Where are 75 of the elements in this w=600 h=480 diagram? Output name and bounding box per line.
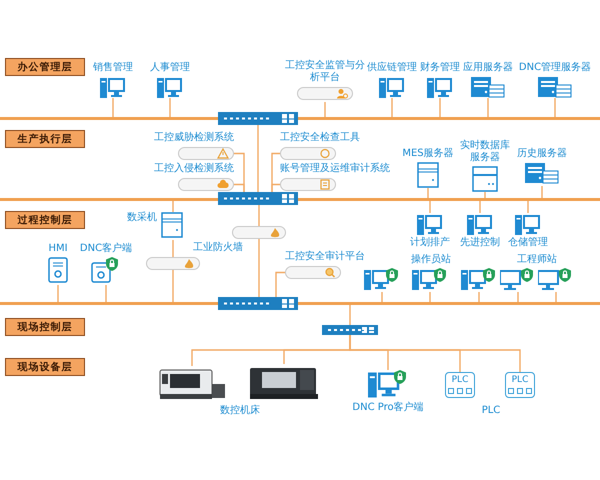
device-label: 财务管理 [420,62,460,74]
layer-tag: 现场设备层 [5,358,85,376]
connector-line [105,285,107,302]
layer-tag: 办公管理层 [5,58,85,76]
connector-line [439,98,441,117]
connector-line [391,98,393,117]
connector-line [349,335,521,372]
device-label: 销售管理 [93,62,133,74]
group-label: PLC [480,405,502,417]
connector-line [172,270,174,302]
device-label: 工控安全检查工具 [280,132,360,144]
device-label: 计划排产 [410,237,450,249]
device-label: DNC Pro客户端 [352,402,424,414]
secured-computer-icon [412,268,448,292]
group-label: 数控机床 [219,405,261,417]
connector-line [169,98,171,117]
device-label: 仓储管理 [508,237,548,249]
device-label: 工控安全审计平台 [285,251,365,263]
connector-line [258,239,260,297]
plc-module: PLC [445,372,475,398]
connector-line [271,184,280,192]
device-label: 工控威胁检测系统 [154,132,234,144]
device-label: HMI [48,243,68,255]
device-label: 供应链管理 [367,62,417,74]
connector-line [427,188,429,198]
connector-line [429,292,431,302]
device-label: 历史服务器 [517,148,567,160]
device-label: 先进控制 [460,237,500,249]
device-label: 应用服务器 [463,62,513,74]
secured-computer-icon [461,268,497,292]
group-label: 工业防火墙 [192,242,244,254]
device-label: DNC管理服务器 [518,62,592,74]
connector-line [172,240,174,257]
secured-monitor-icon [538,268,574,292]
connector-line [57,285,59,302]
connector-line [478,292,480,302]
layer-tag: 过程控制层 [5,211,85,229]
secured-monitor-icon [500,268,536,292]
network-switch-icon [322,325,378,335]
group-label: 工程师站 [516,254,558,266]
connector-line [324,102,326,117]
connector-line [527,201,529,213]
connector-line [487,98,489,117]
security-appliance [232,226,286,239]
connector-line [258,205,260,226]
device-label: DNC客户端 [80,243,132,255]
group-label: 操作员站 [410,254,452,266]
security-appliance [146,257,200,270]
connector-line [381,292,383,302]
device-label: 实时数据库服务器 [459,140,511,164]
connector-line [172,201,174,212]
connector-line [429,201,431,213]
layer-tag: 现场控制层 [5,318,85,336]
connector-line [555,292,557,302]
connector-line [479,201,481,213]
device-label: 账号管理及运维审计系统 [280,163,390,175]
connector-line [112,98,114,117]
connector-line [275,272,285,297]
layer-tag: 生产执行层 [5,130,85,148]
device-label: 工控入侵检测系统 [154,163,234,175]
plc-module: PLC [505,372,535,398]
connector-line [257,125,259,192]
connector-line [234,184,245,192]
network-switch-icon [218,112,298,125]
device-label: 数采机 [127,212,157,224]
connector-line [349,305,351,325]
connector-line [554,98,556,117]
device-label: 人事管理 [150,62,190,74]
device-label: MES服务器 [402,148,454,160]
secured-computer-icon [364,268,400,292]
network-switch-icon [218,297,298,310]
network-switch-icon [218,192,298,205]
connector-line [541,186,543,198]
device-label: 工控安全监管与分析平台 [285,60,365,84]
connector-line [517,292,519,302]
